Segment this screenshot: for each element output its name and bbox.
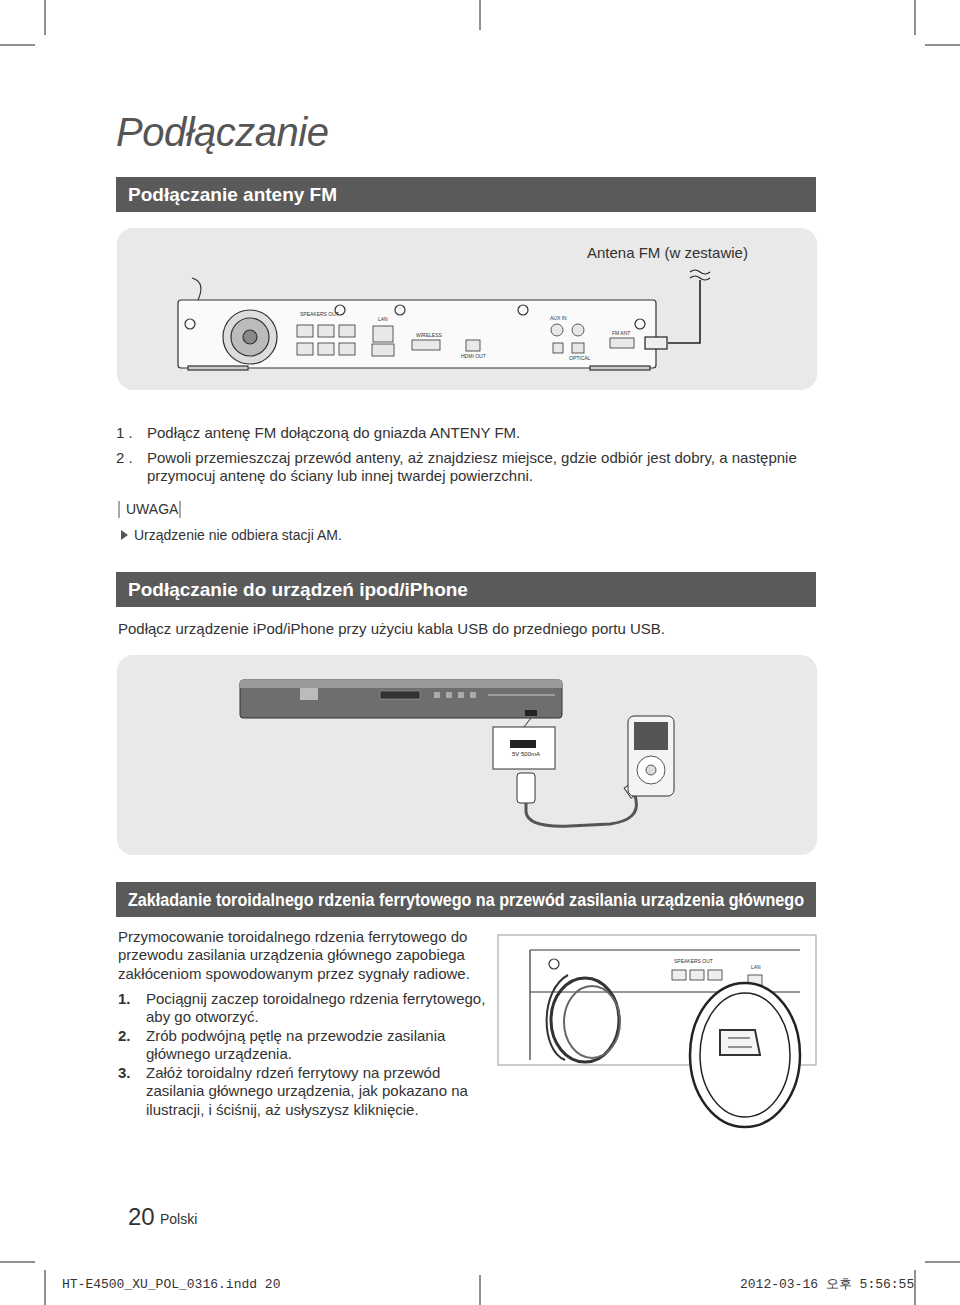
step-number: 3. xyxy=(118,1064,131,1082)
step-text: Pociągnij zaczep toroidalnego rdzenia fe… xyxy=(146,990,491,1027)
step-number: 2. xyxy=(118,1027,131,1045)
port-label: WIRELESS xyxy=(416,332,442,338)
rear-panel-illustration xyxy=(178,278,656,370)
section-heading: Podłączanie anteny FM xyxy=(128,184,337,206)
bullet-triangle xyxy=(121,530,128,540)
language-label: Polski xyxy=(160,1211,197,1228)
port-label: FM ANT xyxy=(612,330,630,336)
body-text: Podłącz urządzenie iPod/iPhone przy użyc… xyxy=(118,620,665,638)
step-number: 2 . xyxy=(116,449,133,467)
port-label: SPEAKERS OUT xyxy=(300,311,339,317)
section-header: Zakładanie toroidalnego rdzenia ferrytow… xyxy=(116,882,816,917)
port-label: OPTICAL xyxy=(569,355,590,361)
step-number: 1. xyxy=(118,990,131,1008)
front-panel-illustration xyxy=(240,680,674,826)
note-text: Urządzenie nie odbiera stacji AM. xyxy=(134,527,342,544)
section-header: Podłączanie do urządzeń ipod/iPhone xyxy=(116,572,816,607)
ferrite-core-illustration xyxy=(530,950,800,1127)
port-label: SPEAKERS OUT xyxy=(674,958,713,964)
print-footer: HT-E4500_XU_POL_0316.indd 20 xyxy=(62,1277,280,1293)
note-brackets xyxy=(119,501,180,518)
port-label: 5V 500mA xyxy=(512,751,540,758)
step-text: Zrób podwójną pętlę na przewodzie zasila… xyxy=(146,1027,491,1064)
illustration-panel xyxy=(117,228,817,390)
section-heading: Podłączanie do urządzeń ipod/iPhone xyxy=(128,579,468,601)
print-footer: 2012-03-16 오후 5:56:55 xyxy=(740,1277,914,1293)
page-number: 20 xyxy=(128,1202,155,1231)
section-heading: Zakładanie toroidalnego rdzenia ferrytow… xyxy=(128,889,804,911)
note-heading: UWAGA xyxy=(126,501,178,518)
step-text: Powoli przemieszczaj przewód anteny, aż … xyxy=(147,449,827,486)
step-number: 1 . xyxy=(116,424,133,442)
step-text: Podłącz antenę FM dołączoną do gniazda A… xyxy=(147,424,827,442)
body-text: Przymocowanie toroidalnego rdzenia ferry… xyxy=(118,928,490,983)
port-label: LAN xyxy=(378,316,388,322)
port-label: LAN xyxy=(751,964,761,970)
port-label: AUX IN xyxy=(550,315,567,321)
page-title: Podłączanie xyxy=(116,110,328,155)
port-label: HDMI OUT xyxy=(461,353,486,359)
section-header: Podłączanie anteny FM xyxy=(116,177,816,212)
illustration-panel xyxy=(117,655,817,855)
fm-antenna-wire xyxy=(645,270,710,349)
callout-label: Antena FM (w zestawie) xyxy=(587,244,748,262)
step-text: Załóż toroidalny rdzeń ferrytowy na prze… xyxy=(146,1064,491,1119)
